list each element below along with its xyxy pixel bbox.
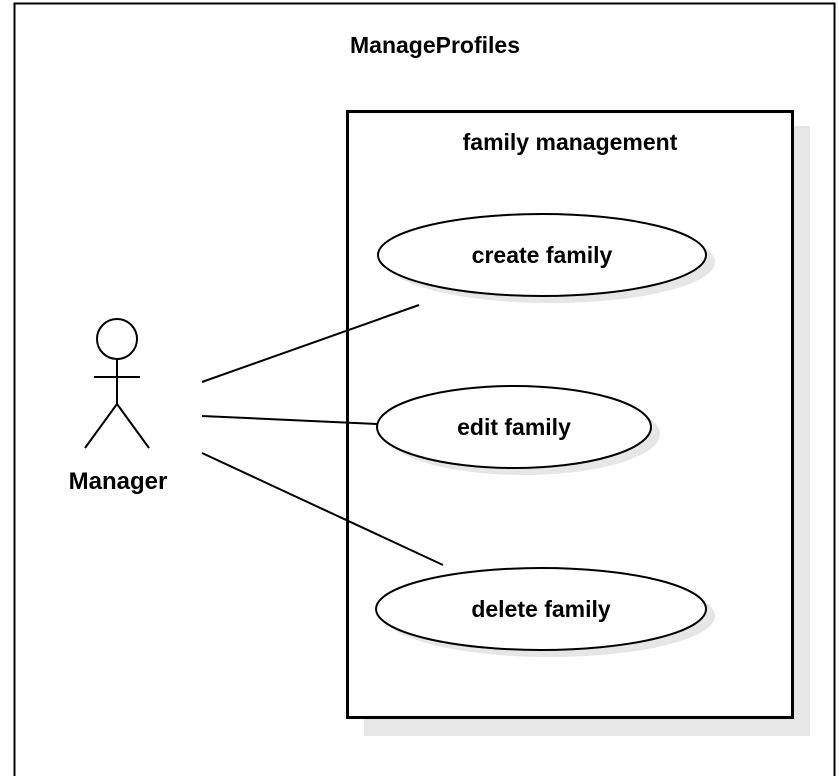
use-case-delete-family: delete family: [375, 567, 715, 657]
stick-figure-actor-icon: [84, 318, 150, 449]
use-case-label: create family: [472, 242, 613, 268]
association-edit: [201, 415, 378, 425]
use-case-create-family: create family: [377, 213, 715, 303]
system-boundary-label: family management: [463, 129, 678, 155]
association-delete: [201, 452, 444, 566]
actor-name: Manager: [69, 468, 168, 495]
diagram-title: ManageProfiles: [350, 32, 520, 58]
association-create: [201, 304, 420, 383]
use-case-edit-family: edit family: [376, 385, 660, 475]
use-case-label: delete family: [471, 596, 611, 622]
use-case-label: edit family: [457, 414, 571, 440]
